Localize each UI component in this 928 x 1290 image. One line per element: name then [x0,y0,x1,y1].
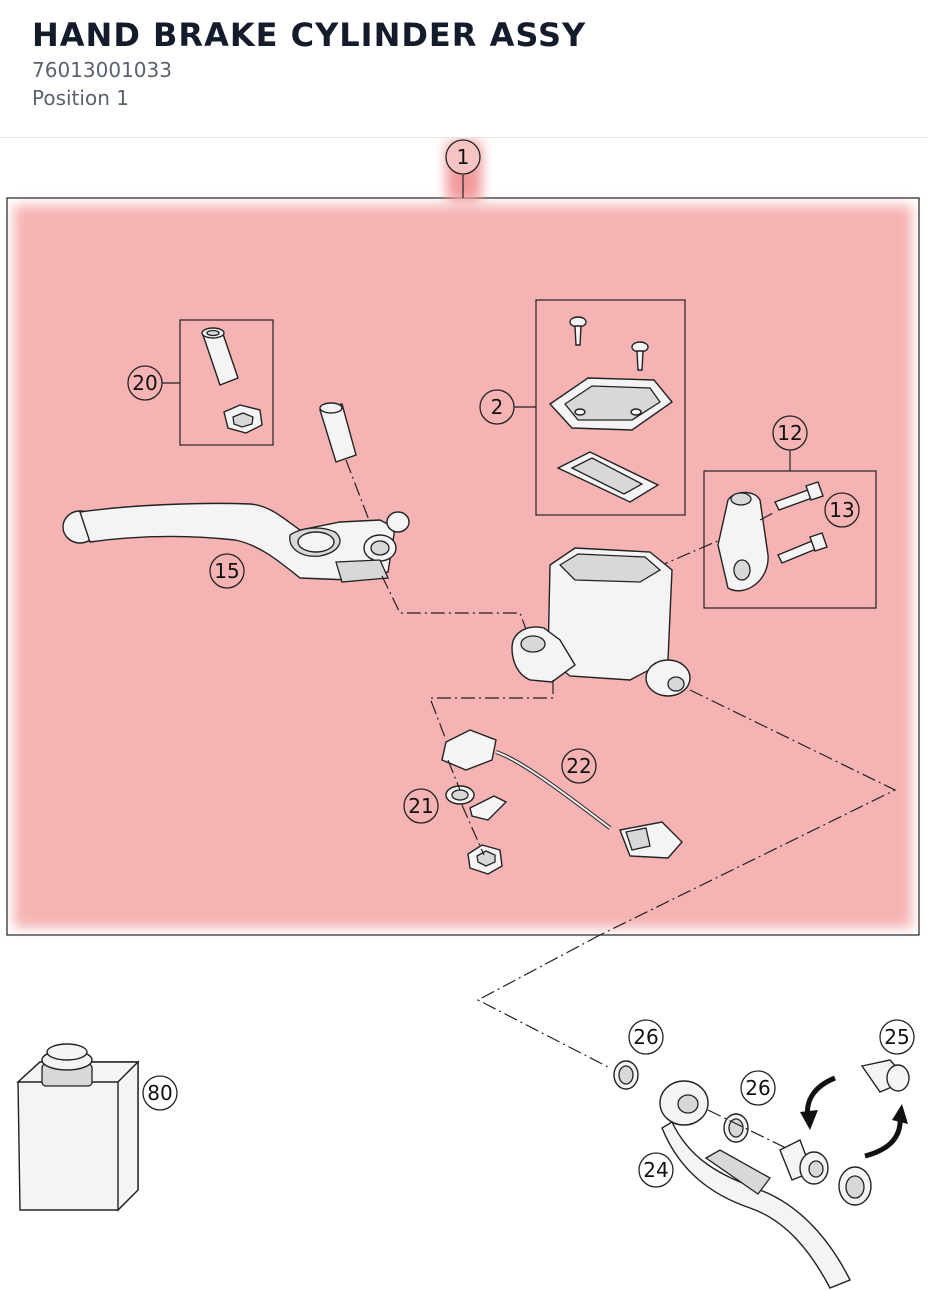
rotation-arrow-icon [800,1075,908,1159]
exploded-diagram: 1 20 15 [6,139,920,1289]
assembly-line [654,539,721,569]
position-label: Position 1 [32,86,129,110]
washer-part [613,1060,749,1143]
screw-part [569,316,649,371]
assembly-line [447,759,461,791]
callout-22[interactable]: 22 [561,748,597,784]
switch-cable-part [495,750,683,859]
diaphragm-part [556,451,660,503]
banjo-bolt-part [779,1139,829,1185]
reservoir-cover-part [548,377,674,431]
callout-20[interactable]: 20 [127,365,163,401]
assembly-line [707,1109,791,1151]
part-number: 76013001033 [32,58,172,82]
sleeve-part [201,327,239,386]
bolt-part [774,481,828,564]
assembly-line [476,934,611,1069]
callout-24[interactable]: 24 [638,1152,674,1188]
svg-text:21: 21 [408,794,433,818]
callout-21[interactable]: 21 [403,788,439,824]
callout-26-a[interactable]: 26 [628,1019,664,1055]
callout-25[interactable]: 25 [879,1019,915,1055]
svg-text:25: 25 [884,1025,909,1049]
hex-nut-part [223,404,263,434]
master-cylinder-body [511,547,691,697]
svg-text:15: 15 [214,559,239,583]
callout-15[interactable]: 15 [209,553,245,589]
svg-text:24: 24 [643,1158,668,1182]
assembly-highlight[interactable] [6,197,920,936]
brake-fluid-bottle [16,1043,140,1212]
bleed-cap-part [838,1166,872,1206]
assembly-line [381,575,531,641]
assembly-line [345,459,373,529]
svg-text:1: 1 [457,145,470,169]
assembly-line [461,804,485,856]
banjo-hose-part [659,1080,851,1289]
page-title: HAND BRAKE CYLINDER ASSY [32,16,587,54]
clamp-part [717,491,769,592]
callout-80[interactable]: 80 [142,1075,178,1111]
svg-text:20: 20 [132,371,157,395]
assembly-line [599,689,897,936]
callout-12[interactable]: 12 [772,415,808,451]
assembly-line [759,511,776,521]
callout-2[interactable]: 2 [479,389,515,425]
header: HAND BRAKE CYLINDER ASSY 76013001033 Pos… [0,0,928,138]
callout-13[interactable]: 13 [824,492,860,528]
bleeder-screw-part [860,1059,910,1093]
svg-text:12: 12 [777,421,802,445]
callout-26-b[interactable]: 26 [740,1070,776,1106]
callout-1[interactable]: 1 [445,139,482,202]
svg-text:22: 22 [566,754,591,778]
brake-lever-part [62,502,410,583]
assembly-line [429,680,554,741]
svg-text:2: 2 [491,395,504,419]
svg-text:13: 13 [829,498,854,522]
svg-text:26: 26 [745,1076,770,1100]
sleeve-loose-part [319,402,357,463]
svg-text:26: 26 [633,1025,658,1049]
svg-text:80: 80 [147,1081,172,1105]
brake-switch-part [441,729,508,875]
